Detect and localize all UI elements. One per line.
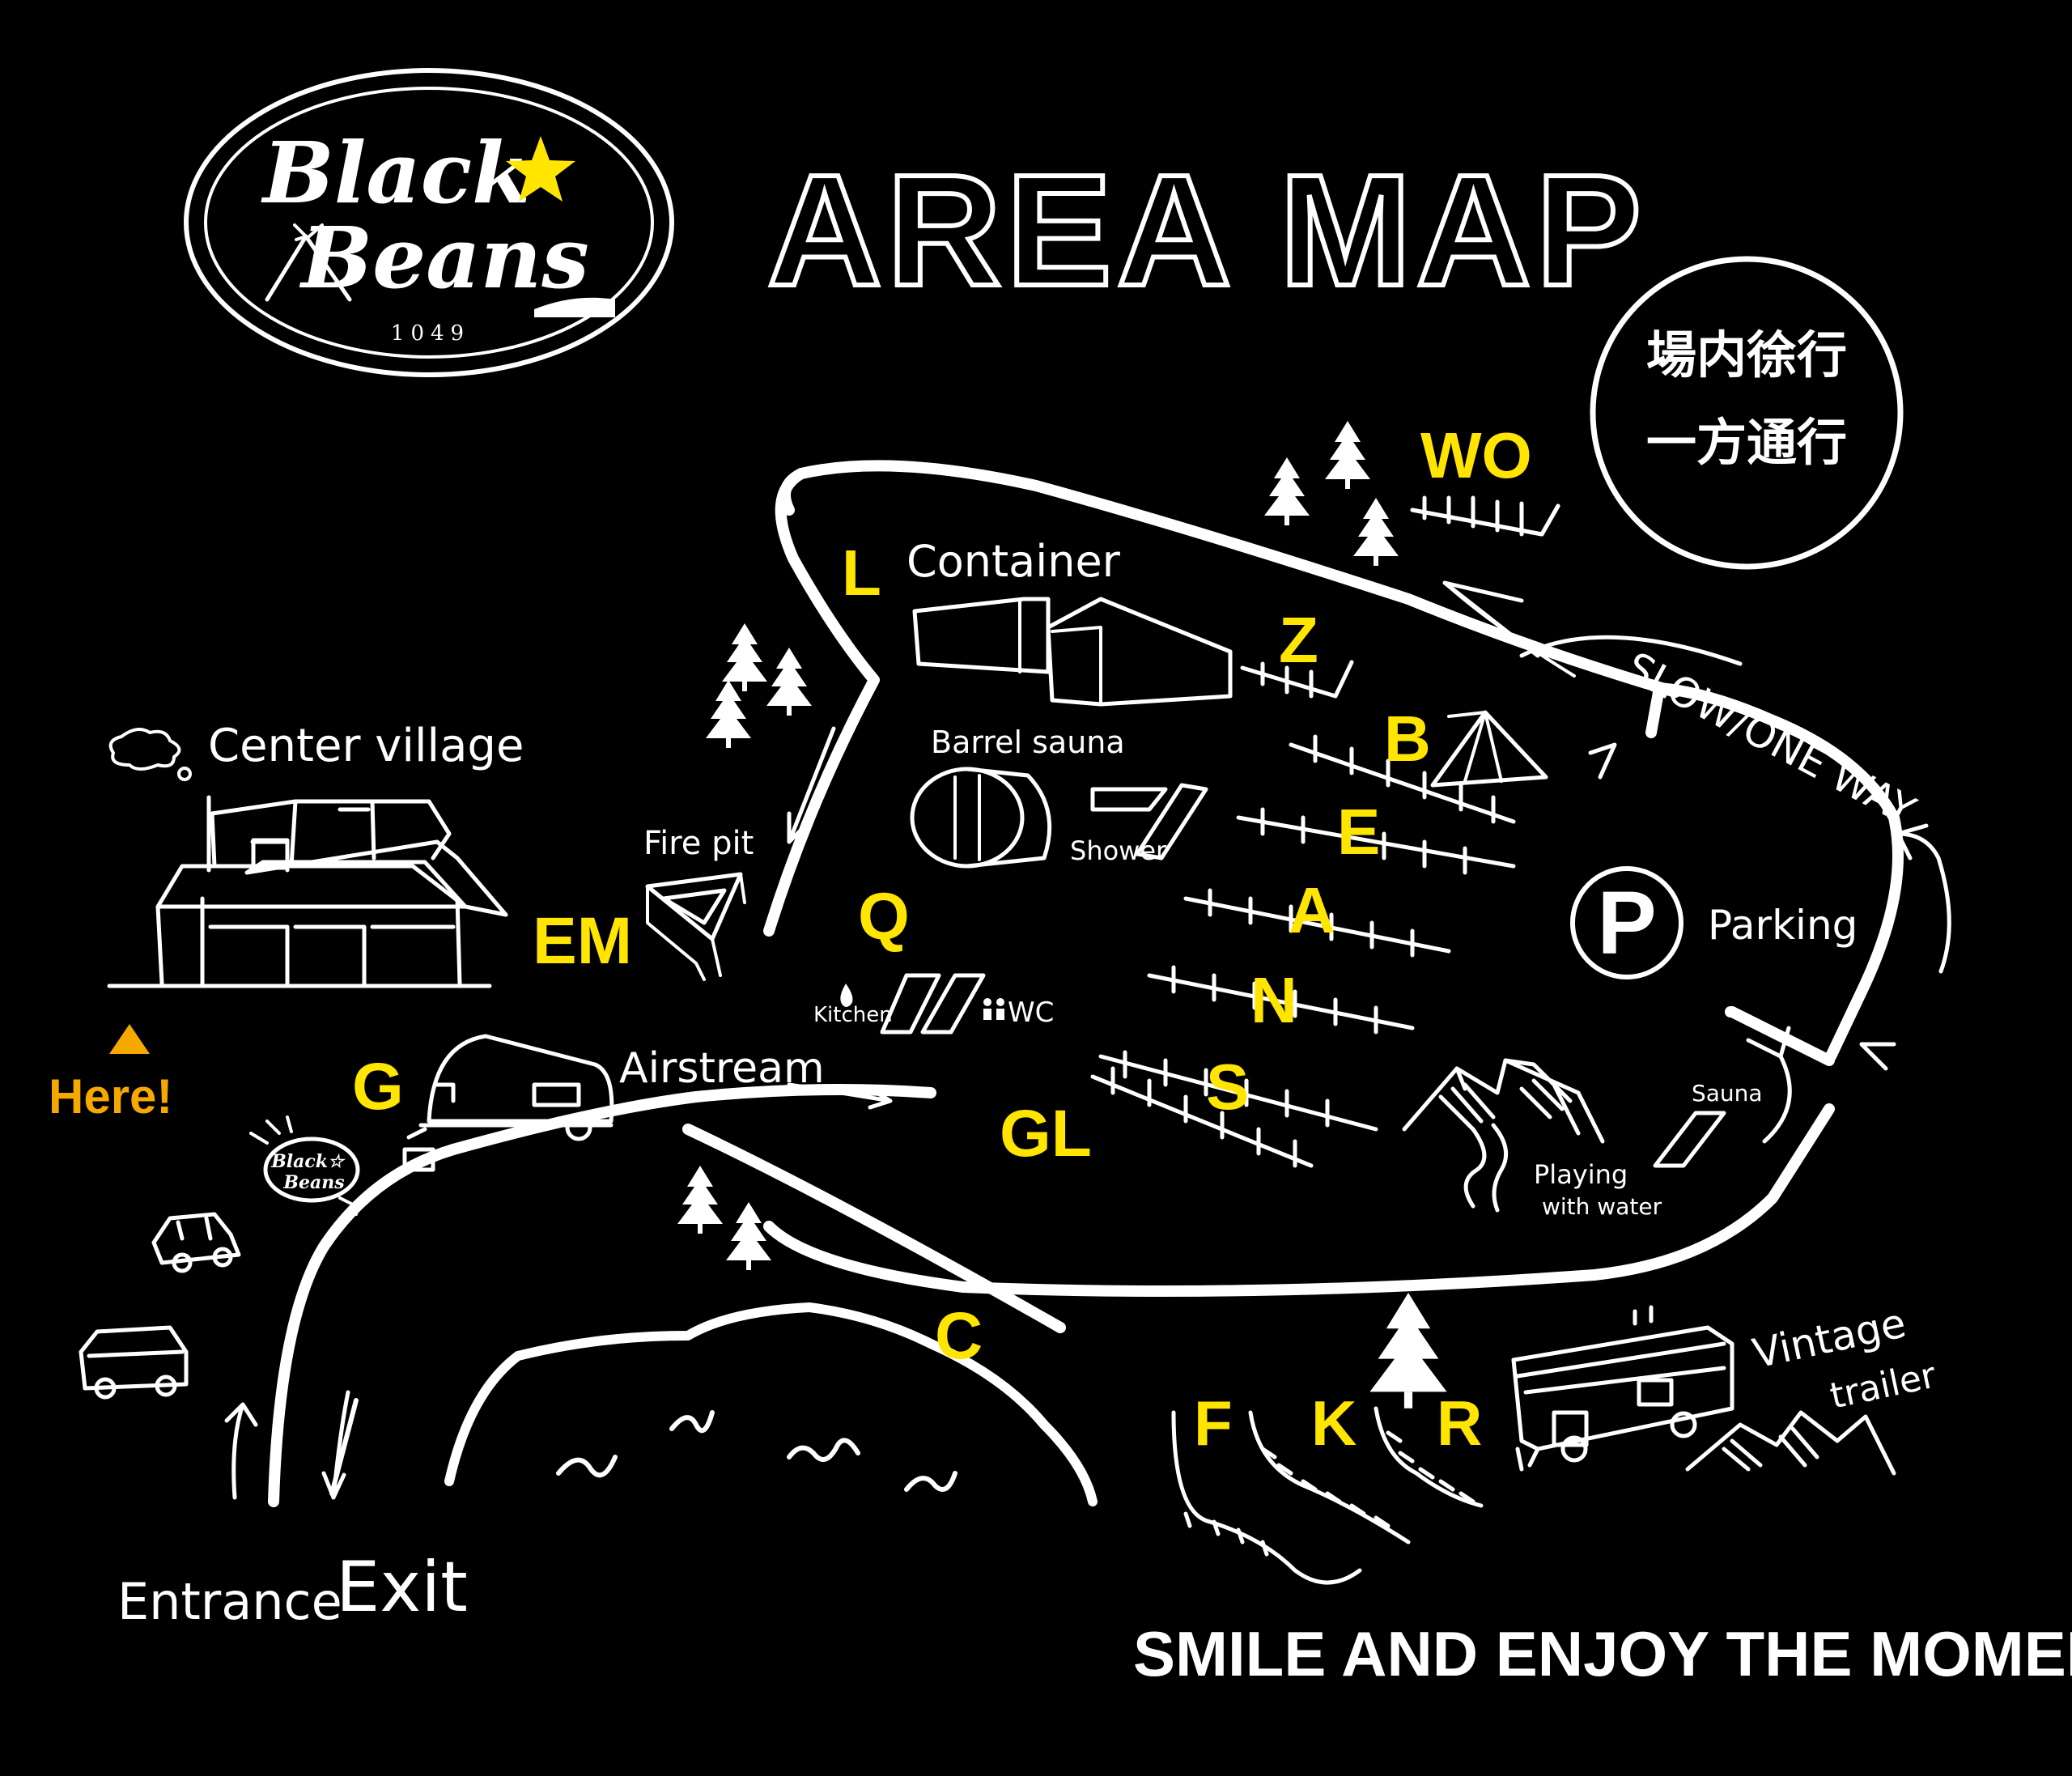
zone-R: R [1437, 1387, 1482, 1459]
here-marker: Here! [49, 1024, 172, 1124]
waves [556, 1410, 957, 1492]
black-beans-sign: Black☆ Beans [249, 1115, 360, 1216]
logo-text-black: Black [261, 123, 530, 223]
vintage-mountains [1685, 1410, 1896, 1476]
car-icon [151, 1212, 241, 1273]
logo-text-beans: Beans [299, 208, 589, 308]
zone-L: L [842, 537, 881, 609]
arrow-icon [1519, 635, 1743, 666]
airstream-trailer [402, 1034, 614, 1172]
center-village-house [107, 795, 508, 988]
zone-E: E [1337, 796, 1380, 868]
sign-text-1: Black☆ [270, 1151, 346, 1172]
wc-icon [983, 998, 1004, 1020]
zone-N: N [1250, 964, 1297, 1036]
label-center-village: Center village [208, 720, 524, 772]
campsite-slopes [1171, 1406, 1484, 1585]
label-parking: Parking [1708, 902, 1858, 949]
sign-text-2: Beans [282, 1172, 344, 1193]
parking-symbol: P [1597, 873, 1656, 973]
zone-K: K [1311, 1387, 1357, 1459]
zone-WO: WO [1420, 419, 1532, 491]
tagline: SMILE AND ENJOY THE MOMENT [1133, 1618, 2072, 1689]
notice-line1: 場内徐行 [1646, 325, 1847, 385]
label-sauna: Sauna [1692, 1080, 1763, 1107]
water-drop-icon [840, 984, 853, 1007]
shower: Shower [1070, 783, 1208, 866]
zone-B: B [1384, 703, 1431, 775]
zone-labels: L Z B E A N S EM Q G GL WO C F K R [352, 419, 1532, 1459]
roads [268, 460, 1904, 1507]
notice-badge: 場内徐行 一方通行 [1590, 256, 1904, 570]
smoke [108, 728, 192, 781]
label-entrance: Entrance [117, 1572, 342, 1631]
logo: Black Beans 1049 [184, 68, 674, 377]
zone-EM: EM [533, 904, 632, 978]
zone-F: F [1194, 1387, 1233, 1459]
star-icon [506, 136, 575, 202]
label-shower: Shower [1070, 835, 1167, 866]
playing-area [1402, 1058, 1605, 1213]
containers: Container [906, 536, 1233, 707]
label-kitchen: Kitchen [813, 1003, 893, 1027]
sauna: Sauna [1653, 1080, 1763, 1168]
zone-G: G [352, 1050, 404, 1124]
kitchen-wc: Kitchen WC [813, 973, 1054, 1035]
fire-pit: Fire pit [643, 825, 754, 981]
page-title: AREA MAP [767, 142, 1646, 319]
here-label: Here! [49, 1069, 172, 1124]
zone-C: C [935, 1299, 983, 1373]
zone-S: S [1206, 1051, 1249, 1123]
parking-icon: P [1570, 866, 1684, 979]
van-icon [79, 1325, 189, 1400]
direction-arrows [224, 580, 1951, 1500]
label-fire-pit: Fire pit [643, 825, 754, 862]
label-playing-2: with water [1542, 1193, 1662, 1220]
logo-number: 1049 [391, 321, 470, 346]
label-playing-1: Playing [1534, 1159, 1628, 1190]
triangle-icon [109, 1024, 150, 1054]
label-container: Container [906, 536, 1121, 587]
zone-Q: Q [858, 880, 910, 954]
zone-Z: Z [1279, 604, 1318, 676]
label-exit: Exit [336, 1547, 468, 1628]
vintage-trailer [1511, 1305, 1734, 1472]
wo-fence [1410, 503, 1560, 537]
label-barrel-sauna: Barrel sauna [931, 724, 1125, 760]
label-airstream: Airstream [619, 1044, 825, 1093]
notice-line2: 一方通行 [1646, 413, 1847, 472]
zone-A: A [1289, 874, 1335, 946]
main-road-loop [763, 1103, 1835, 1297]
hill-ridge [444, 1302, 1098, 1506]
barrel-sauna: Barrel sauna [910, 724, 1125, 869]
entrance-road [268, 1084, 936, 1507]
zone-GL: GL [1000, 1097, 1092, 1171]
tent-icon [1430, 710, 1548, 788]
label-wc: WC [1008, 996, 1054, 1029]
